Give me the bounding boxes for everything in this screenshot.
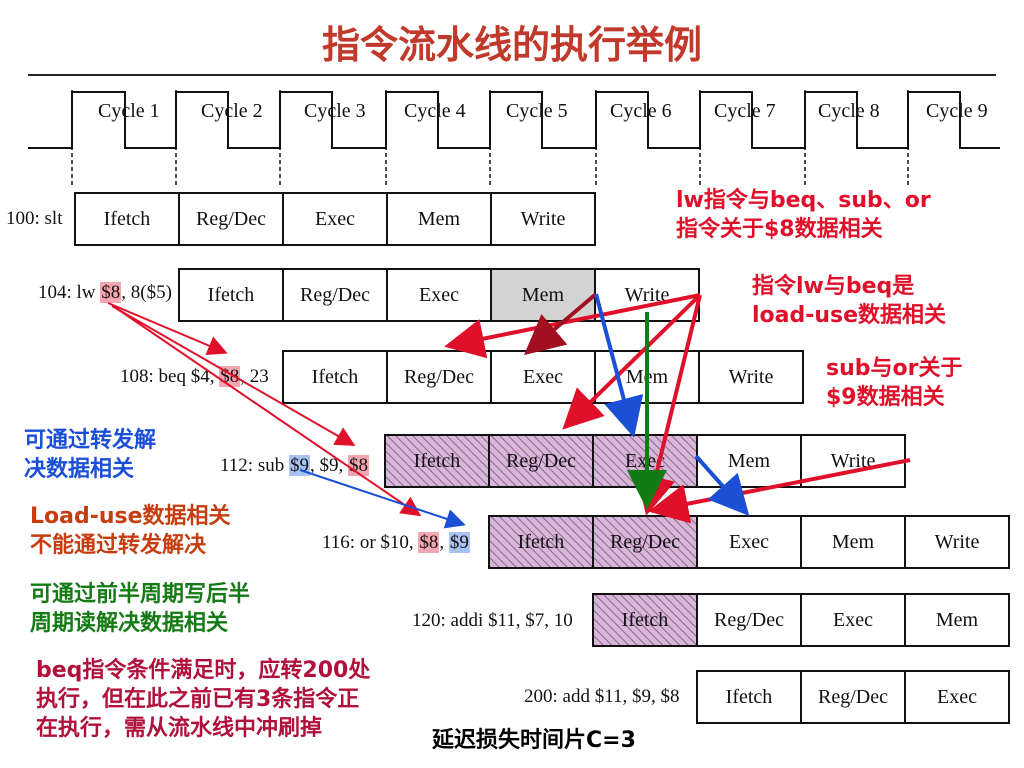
stage-beq-write: Write [698,350,804,404]
stage-addi-regdec: Reg/Dec [696,593,802,647]
stage-sub-regdec: Reg/Dec [488,434,594,488]
cycle-label-3: Cycle 3 [304,100,366,122]
cycle-label-5: Cycle 5 [506,100,568,122]
stage-slt-write: Write [490,192,596,246]
reg-highlight-9: $9 [448,532,470,553]
stage-slt-mem: Mem [386,192,492,246]
cycle-label-7: Cycle 7 [714,100,776,122]
cycle-label-6: Cycle 6 [610,100,672,122]
note-delay-loss: 延迟损失时间片C=3 [432,728,636,753]
stage-add-ifetch: Ifetch [696,670,802,724]
instr-label-addi: 120: addi $11, $7, 10 [412,610,573,631]
stage-or-regdec: Reg/Dec [592,515,698,569]
cycle-label-9: Cycle 9 [926,100,988,122]
stage-or-ifetch: Ifetch [488,515,594,569]
stage-beq-regdec: Reg/Dec [386,350,492,404]
stage-slt-ifetch: Ifetch [74,192,180,246]
cycle-label-8: Cycle 8 [818,100,880,122]
stage-add-regdec: Reg/Dec [800,670,906,724]
instr-label-lw: 104: lw $8, 8($5) [38,282,172,303]
note-forwarding: 可通过转发解决数据相关 [24,428,157,482]
instr-label-or: 116: or $10, $8, $9 [322,532,470,553]
page-title: 指令流水线的执行举例 [321,23,702,67]
stage-lw-regdec: Reg/Dec [282,268,388,322]
stage-sub-ifetch: Ifetch [384,434,490,488]
stage-slt-exec: Exec [282,192,388,246]
cycle-label-4: Cycle 4 [404,100,466,122]
stage-lw-ifetch: Ifetch [178,268,284,322]
note-branch-flush: beq指令条件满足时，应转200处执行，但在此之前已有3条指令正在执行，需从流水… [36,658,371,741]
note-half-cycle: 可通过前半周期写后半周期读解决数据相关 [30,582,251,636]
stage-lw-mem: Mem [490,268,596,322]
stage-add-exec: Exec [904,670,1010,724]
instr-label-slt: 100: slt [6,208,63,229]
stage-beq-ifetch: Ifetch [282,350,388,404]
stage-addi-mem: Mem [904,593,1010,647]
stage-or-exec: Exec [696,515,802,569]
note-sub-or-dependency: sub与or关于$9数据相关 [826,356,963,410]
stage-lw-exec: Exec [386,268,492,322]
instr-label-add: 200: add $11, $9, $8 [524,686,680,707]
cycle-label-1: Cycle 1 [98,100,160,122]
title-divider [28,74,996,76]
stage-slt-regdec: Reg/Dec [178,192,284,246]
note-load-use-no-forward: Load-use数据相关不能通过转发解决 [30,504,231,558]
stage-addi-ifetch: Ifetch [592,593,698,647]
cycle-label-2: Cycle 2 [201,100,263,122]
reg-highlight-8: $8 [418,532,440,553]
stage-or-mem: Mem [800,515,906,569]
stage-or-write: Write [904,515,1010,569]
reg-highlight-8: $8 [100,282,122,303]
